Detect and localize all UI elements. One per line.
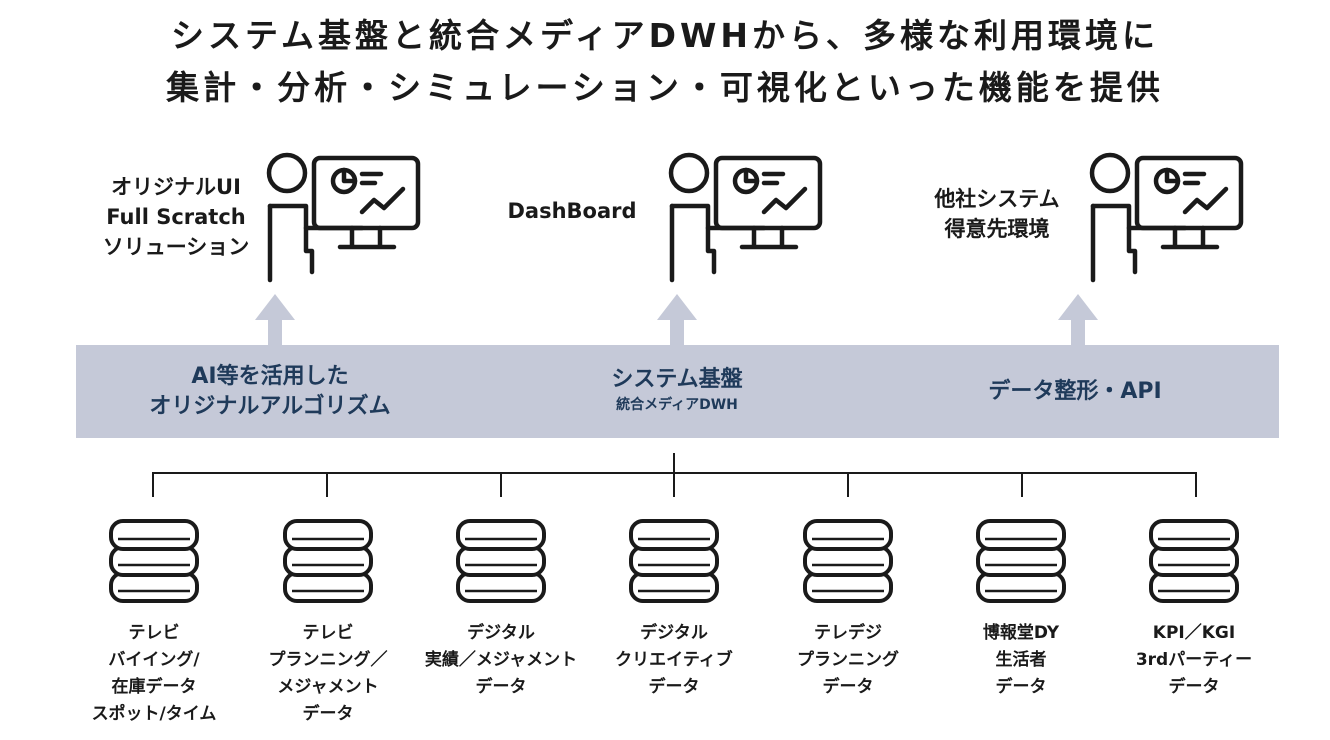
- database-server-icon: [802, 518, 894, 604]
- source-label-line: データ: [302, 704, 354, 724]
- source-label-line: スポット/タイム: [91, 704, 217, 724]
- up-arrow-icon: [657, 294, 697, 320]
- database-server-icon: [1148, 518, 1240, 604]
- source-label-line: 生活者: [995, 650, 1047, 670]
- user-label-line: DashBoard: [507, 199, 637, 223]
- source-label-line: クリエイティブ: [615, 650, 733, 670]
- up-arrow-icon: [1058, 294, 1098, 320]
- connector-drop: [326, 472, 328, 497]
- database-server-icon: [455, 518, 547, 604]
- source-label-line: プランニング／: [268, 650, 388, 670]
- source-label-line: 実績／メジャメント: [424, 650, 578, 670]
- band-right-text: データ整形・API: [988, 379, 1162, 404]
- person-at-monitor-icon: [664, 150, 834, 285]
- source-label-line: テレデジ: [814, 623, 882, 643]
- source-label-line: データ: [648, 677, 700, 697]
- source-label-teledigi-planning: テレデジ プランニング データ: [763, 620, 933, 701]
- source-label-digital-results: デジタル 実績／メジャメント データ: [416, 620, 586, 701]
- band-left-text: AI等を活用した オリジナルアルゴリズム: [120, 362, 420, 422]
- source-label-line: バイイング/: [108, 650, 200, 670]
- source-label-line: KPI／KGI: [1152, 623, 1236, 643]
- source-label-line: データ: [995, 677, 1047, 697]
- connector-drop: [1021, 472, 1023, 497]
- connector-drop: [500, 472, 502, 497]
- up-arrow-stem: [1071, 319, 1085, 346]
- user-label-line: 他社システム: [934, 187, 1060, 211]
- person-at-monitor-icon: [1085, 150, 1255, 285]
- user-label-other-systems: 他社システム 得意先環境: [912, 184, 1082, 244]
- band-center-subtitle: 統合メディアDWH: [616, 397, 738, 413]
- up-arrow-icon: [255, 294, 295, 320]
- user-label-dashboard: DashBoard: [492, 196, 652, 226]
- main-title-line-1: システム基盤と統合メディアDWHから、多様な利用環境に: [170, 16, 1160, 55]
- user-label-original-ui: オリジナルUI Full Scratch ソリューション: [86, 172, 266, 262]
- source-label-line: データ: [822, 677, 874, 697]
- band-center-title: システム基盤: [611, 367, 743, 392]
- source-label-line: データ: [475, 677, 527, 697]
- source-label-line: 博報堂DY: [982, 623, 1060, 643]
- band-center-text: システム基盤 統合メディアDWH: [557, 365, 797, 415]
- system-platform-band: [76, 345, 1279, 438]
- source-label-line: データ: [1168, 677, 1220, 697]
- database-server-icon: [108, 518, 200, 604]
- band-left-line-2: オリジナルアルゴリズム: [149, 394, 391, 419]
- source-label-line: 3rdパーティー: [1135, 650, 1253, 670]
- up-arrow-stem: [670, 319, 684, 346]
- user-label-line: ソリューション: [102, 235, 250, 259]
- database-server-icon: [628, 518, 720, 604]
- source-label-line: デジタル: [640, 623, 708, 643]
- band-left-line-1: AI等を活用した: [191, 364, 349, 389]
- source-label-kpi-kgi: KPI／KGI 3rdパーティー データ: [1109, 620, 1279, 701]
- source-label-digital-creative: デジタル クリエイティブ データ: [589, 620, 759, 701]
- connector-bus: [152, 472, 1197, 474]
- database-server-icon: [282, 518, 374, 604]
- user-label-line: 得意先環境: [944, 217, 1050, 241]
- main-title-line-2: 集計・分析・シミュレーション・可視化といった機能を提供: [166, 68, 1164, 107]
- source-label-tv-planning: テレビ プランニング／ メジャメント データ: [243, 620, 413, 728]
- person-at-monitor-icon: [262, 150, 432, 285]
- connector-drop: [1195, 472, 1197, 497]
- connector-drop: [152, 472, 154, 497]
- source-label-line: デジタル: [467, 623, 535, 643]
- source-label-line: メジャメント: [277, 677, 379, 697]
- source-label-line: 在庫データ: [111, 677, 197, 697]
- source-label-line: テレビ: [128, 623, 180, 643]
- user-label-line: Full Scratch: [106, 205, 246, 229]
- source-label-tv-buying: テレビ バイイング/ 在庫データ スポット/タイム: [69, 620, 239, 728]
- connector-trunk: [673, 453, 675, 497]
- source-label-line: プランニング: [797, 650, 899, 670]
- source-label-line: テレビ: [302, 623, 354, 643]
- database-server-icon: [975, 518, 1067, 604]
- up-arrow-stem: [268, 319, 282, 346]
- connector-drop: [847, 472, 849, 497]
- source-label-consumer-data: 博報堂DY 生活者 データ: [936, 620, 1106, 701]
- user-label-line: オリジナルUI: [111, 175, 241, 199]
